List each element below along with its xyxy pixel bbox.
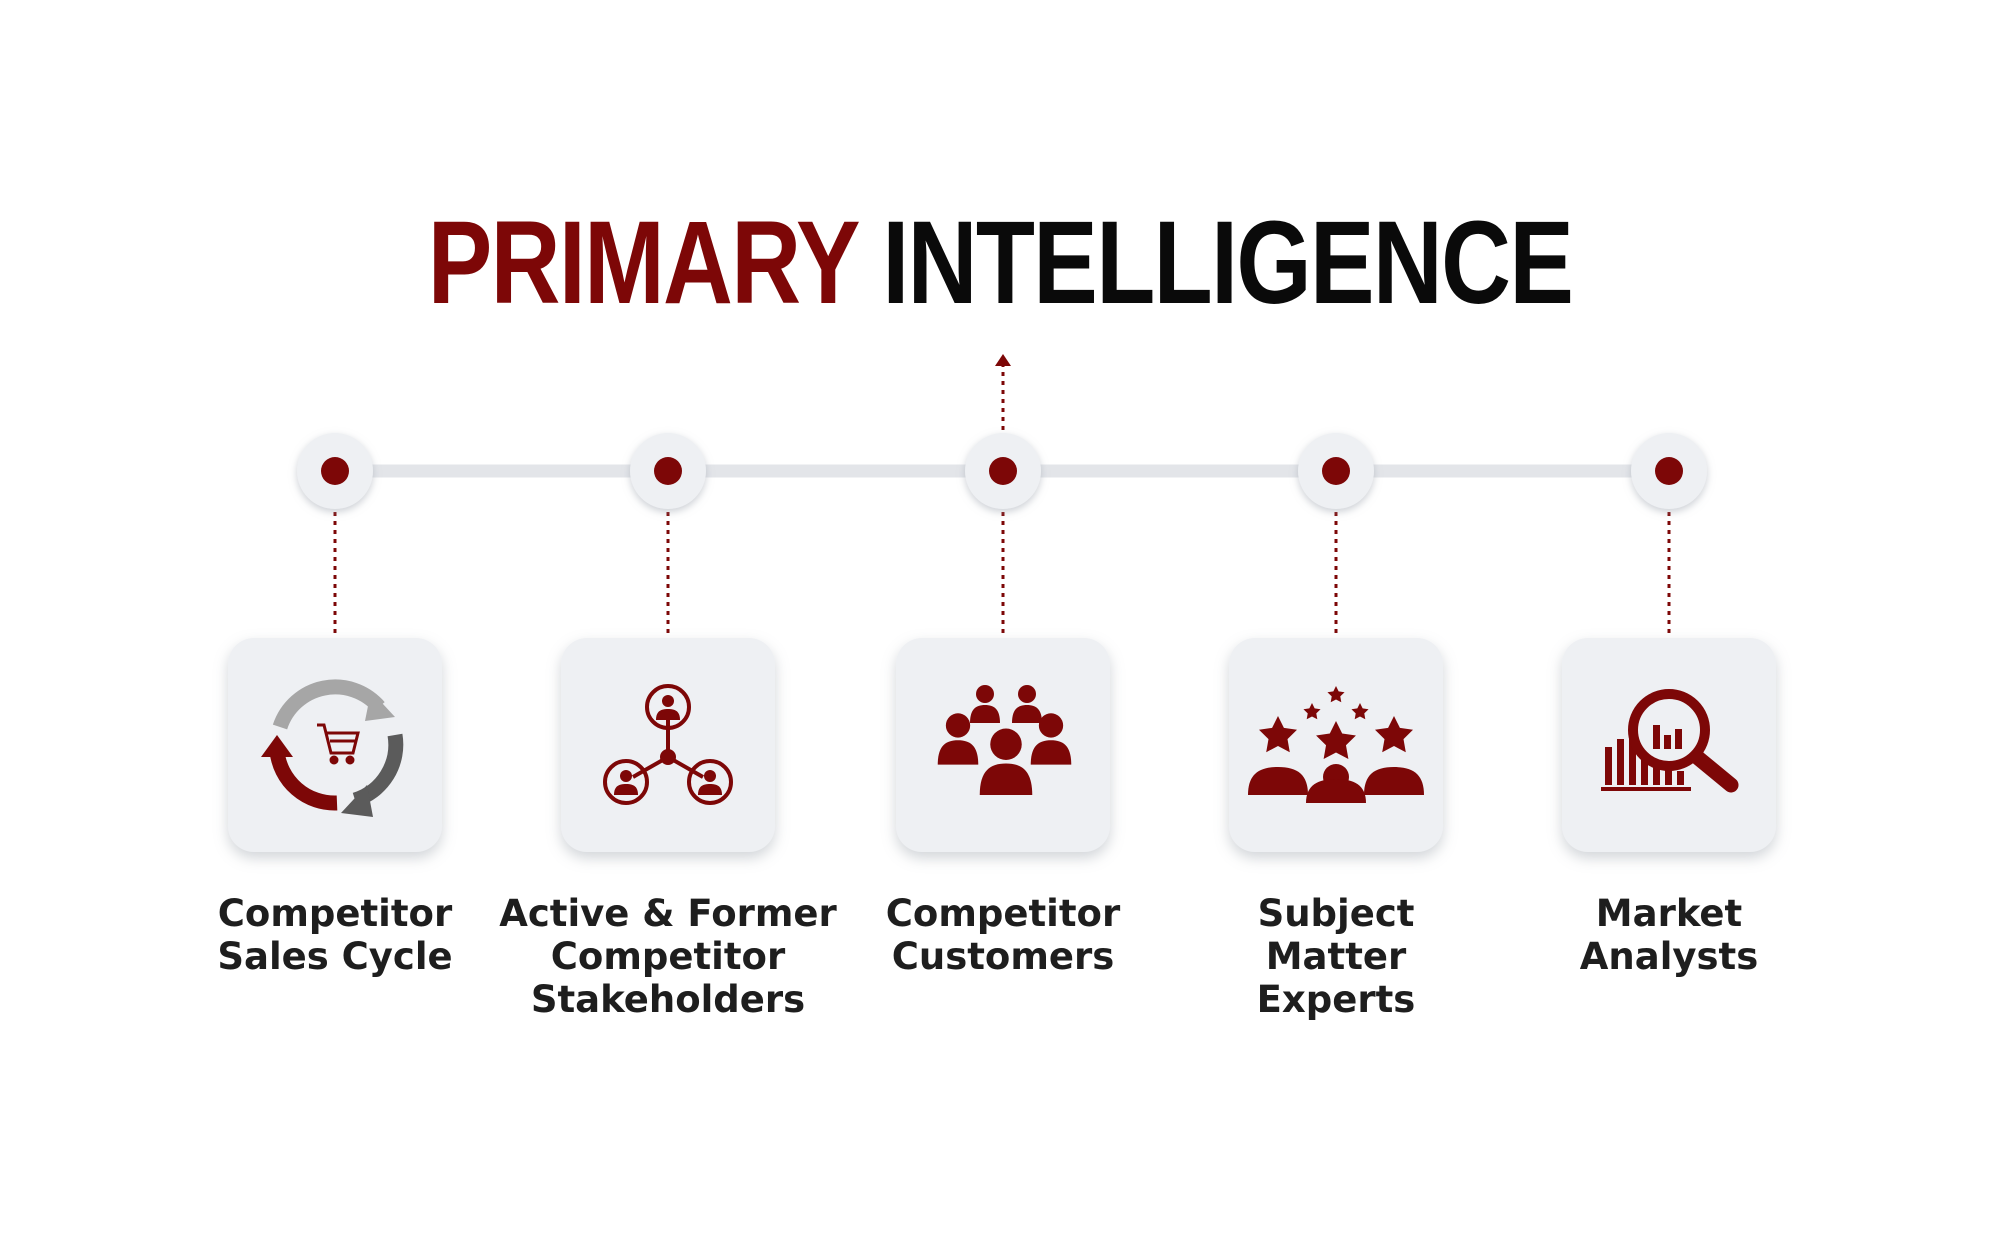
item-4-line-1: Subject	[1257, 892, 1415, 935]
item-4-line-3: Experts	[1256, 978, 1416, 1021]
sales-cycle-icon	[261, 679, 404, 817]
item-2-line-1: Active & Former	[499, 892, 837, 935]
item-label-3: Competitor Customers	[833, 892, 1173, 978]
node-1	[228, 433, 442, 852]
node-dot-4	[1322, 457, 1350, 485]
page-title: PRIMARY INTELLIGENCE	[180, 198, 1820, 328]
market-analysis-icon	[1601, 689, 1739, 793]
shopping-cart-icon	[317, 723, 360, 765]
item-label-5: Market Analysts	[1499, 892, 1839, 978]
item-label-4: Subject Matter Experts	[1166, 892, 1506, 1021]
item-label-2: Active & Former Competitor Stakeholders	[498, 892, 838, 1021]
item-5-line-1: Market	[1595, 892, 1743, 935]
stakeholders-network-icon	[603, 684, 733, 805]
title-primary: PRIMARY	[427, 197, 859, 329]
item-3-line-2: Customers	[891, 935, 1115, 978]
item-3-line-1: Competitor	[885, 892, 1121, 935]
icon-card-1	[228, 638, 442, 852]
arrow-up-icon	[995, 354, 1011, 366]
item-label-1: Competitor Sales Cycle	[165, 892, 505, 978]
item-1-line-1: Competitor	[217, 892, 453, 935]
node-dot-5	[1655, 457, 1683, 485]
experts-stars-icon	[1248, 686, 1424, 803]
item-5-line-2: Analysts	[1579, 935, 1759, 978]
title-intelligence: INTELLIGENCE	[882, 197, 1574, 329]
item-4-line-2: Matter	[1265, 935, 1407, 978]
node-dot-3	[989, 457, 1017, 485]
node-dot-2	[654, 457, 682, 485]
item-2-line-3: Stakeholders	[530, 978, 806, 1021]
node-2	[561, 433, 775, 852]
item-1-line-2: Sales Cycle	[217, 935, 453, 978]
node-dot-1	[321, 457, 349, 485]
item-2-line-2: Competitor	[550, 935, 786, 978]
